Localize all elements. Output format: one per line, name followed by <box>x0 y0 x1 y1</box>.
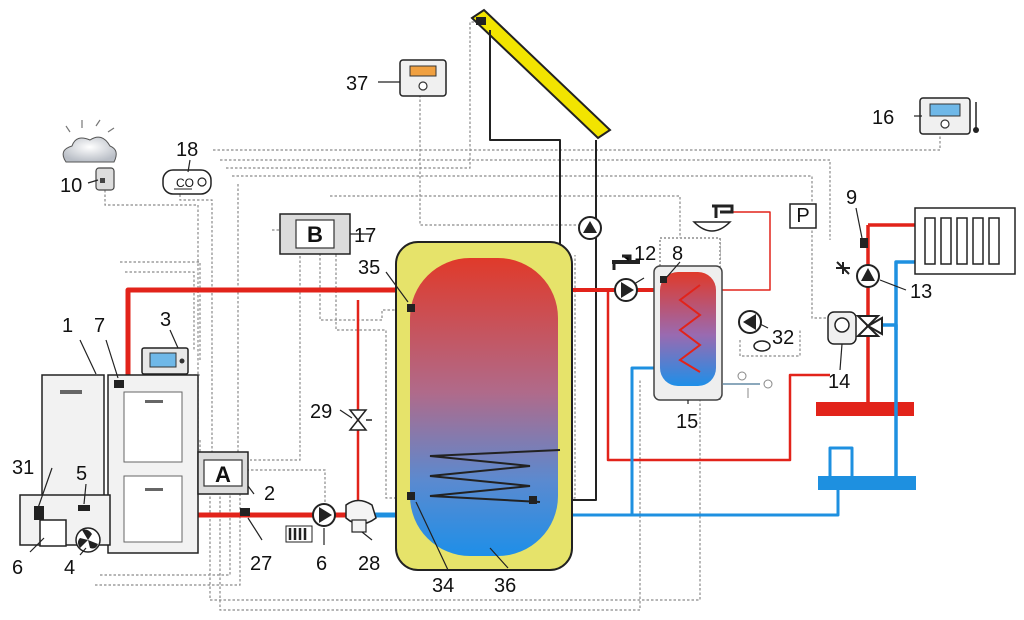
timer-icon <box>753 340 771 352</box>
dhw-sensor <box>660 276 667 283</box>
water-tap <box>612 254 640 270</box>
label-31: 31 <box>12 457 34 479</box>
outdoor-sensor <box>62 119 117 191</box>
label-3: 3 <box>160 309 171 331</box>
label-35: 35 <box>358 257 380 279</box>
tank-coil <box>429 449 561 503</box>
collector-sensor <box>476 17 486 25</box>
module-b: B <box>279 213 351 255</box>
label-6-pump: 6 <box>316 553 327 575</box>
radiator <box>914 207 1016 275</box>
small-radiator-icon <box>285 525 313 543</box>
solar-tank-sensor <box>529 496 537 504</box>
co-sensor-text: CO <box>176 176 194 190</box>
circulation-pump <box>738 310 771 352</box>
label-36: 36 <box>494 575 516 597</box>
thermostatic-valve <box>345 499 377 533</box>
heating-sensor <box>860 238 868 248</box>
fan-symbol-icon <box>836 261 850 275</box>
label-28: 28 <box>358 553 380 575</box>
label-10: 10 <box>60 175 82 197</box>
hot-water-tap <box>692 204 734 232</box>
component-number-labels: 1 2 3 4 5 6 6 7 8 9 10 12 13 14 15 16 17… <box>12 73 932 597</box>
tank-sensor-bottom <box>407 492 415 500</box>
buffer-tank <box>395 241 573 571</box>
label-12: 12 <box>634 243 656 265</box>
mixing-valve <box>855 315 883 337</box>
co-sensor: CO <box>162 169 212 195</box>
label-1: 1 <box>62 315 73 337</box>
boiler-sensor <box>114 380 124 388</box>
label-5: 5 <box>76 463 87 485</box>
label-6-feeder: 6 <box>12 557 23 579</box>
valve-actuator <box>827 311 857 345</box>
label-27: 27 <box>250 553 272 575</box>
safety-group-icon <box>722 371 773 398</box>
boiler <box>19 374 199 554</box>
feeder-sensor <box>34 506 44 520</box>
heating-pump <box>836 261 880 288</box>
label-4: 4 <box>64 557 75 579</box>
label-29: 29 <box>310 401 332 423</box>
module-p-label: P <box>796 205 809 227</box>
bypass-valve <box>348 409 372 431</box>
dhw-tank <box>653 237 723 401</box>
label-16: 16 <box>872 107 894 129</box>
boiler-pump <box>312 503 336 527</box>
label-18: 18 <box>176 139 198 161</box>
label-37: 37 <box>346 73 368 95</box>
room-panel-solar <box>399 59 447 97</box>
label-2: 2 <box>264 483 275 505</box>
label-13: 13 <box>910 281 932 303</box>
cloud-icon <box>62 136 117 163</box>
return-sensor <box>240 508 250 516</box>
label-17: 17 <box>354 225 376 247</box>
label-34: 34 <box>432 575 454 597</box>
cold-manifold <box>818 476 916 490</box>
pressure-switch-module: P <box>789 203 817 229</box>
label-14: 14 <box>828 371 850 393</box>
solar-panel <box>470 8 612 140</box>
solar-pump <box>578 216 602 240</box>
tank-sensor-top <box>407 304 415 312</box>
sun-rays-icon <box>65 119 115 133</box>
tank-vessel <box>410 258 558 556</box>
module-b-label: B <box>307 222 323 247</box>
module-a-label: A <box>215 462 231 487</box>
leader-lines <box>29 81 922 571</box>
label-7: 7 <box>94 315 105 337</box>
label-8: 8 <box>672 243 683 265</box>
label-15: 15 <box>676 411 698 433</box>
dhw-pump <box>614 278 638 302</box>
label-32: 32 <box>772 327 794 349</box>
fan-icon <box>75 527 101 553</box>
hot-manifold <box>816 402 914 416</box>
fuel-sensor <box>78 505 90 511</box>
boiler-controller <box>141 347 189 375</box>
room-panel-heating <box>919 97 979 135</box>
label-9: 9 <box>846 187 857 209</box>
module-a: A <box>197 451 249 495</box>
